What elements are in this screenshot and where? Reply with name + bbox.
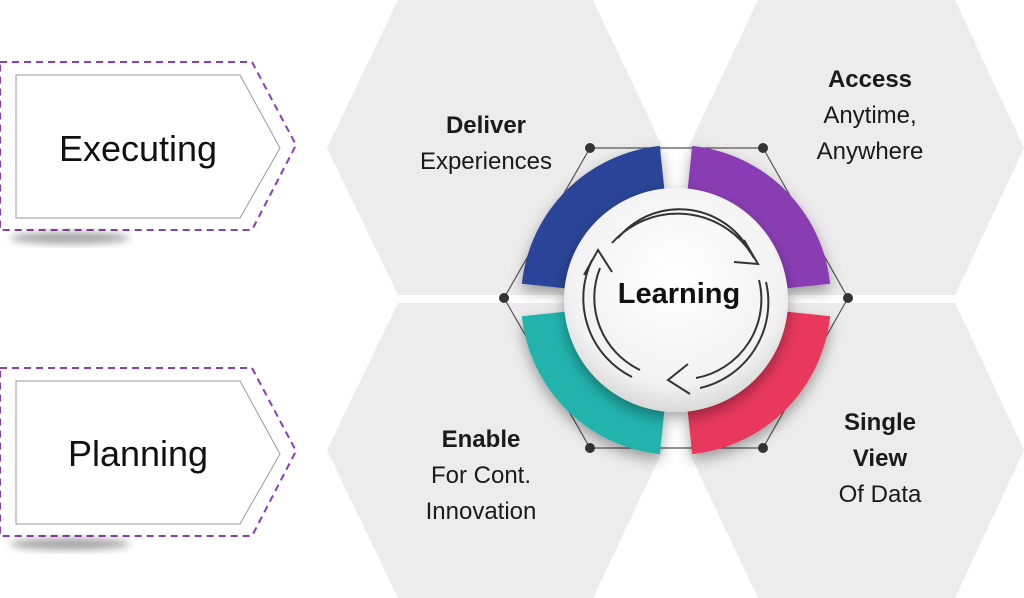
segment-title-line-2: View	[852, 445, 908, 472]
stage-label-planning: Planning	[67, 433, 209, 474]
segment-title: Enable	[441, 426, 521, 453]
cycle-arrows-icon	[582, 208, 770, 395]
segment-label-enable: Enable For Cont. Innovation	[391, 422, 571, 530]
segment-subtitle: Experiences	[419, 148, 553, 175]
stage-label-executing: Executing	[58, 128, 218, 169]
ring-segment-deliver	[521, 145, 665, 289]
segment-subtitle-line-1: For Cont.	[430, 462, 532, 489]
segment-subtitle-line-1: Anytime,	[823, 102, 917, 129]
segment-title: Deliver	[445, 112, 527, 139]
stage-tag-executing	[0, 61, 298, 244]
segment-title-line-1: Single	[843, 409, 916, 436]
center-label: Learning	[617, 278, 741, 310]
segment-subtitle: Of Data	[838, 481, 922, 508]
ring-segment-enable	[521, 311, 665, 455]
segment-subtitle-line-2: Innovation	[425, 498, 537, 525]
stage-tag-planning	[0, 367, 298, 550]
segment-label-deliver: Deliver Experiences	[396, 108, 576, 180]
segment-subtitle-line-2: Anywhere	[816, 138, 924, 165]
ring-frame-dots	[499, 143, 853, 453]
segment-title: Access	[827, 66, 913, 93]
ring	[521, 145, 831, 455]
ring-segment-single-view	[687, 311, 831, 455]
segment-label-access: Access Anytime, Anywhere	[780, 62, 960, 170]
segment-label-single-view: Single View Of Data	[790, 405, 970, 513]
ring-segment-access	[687, 145, 831, 289]
